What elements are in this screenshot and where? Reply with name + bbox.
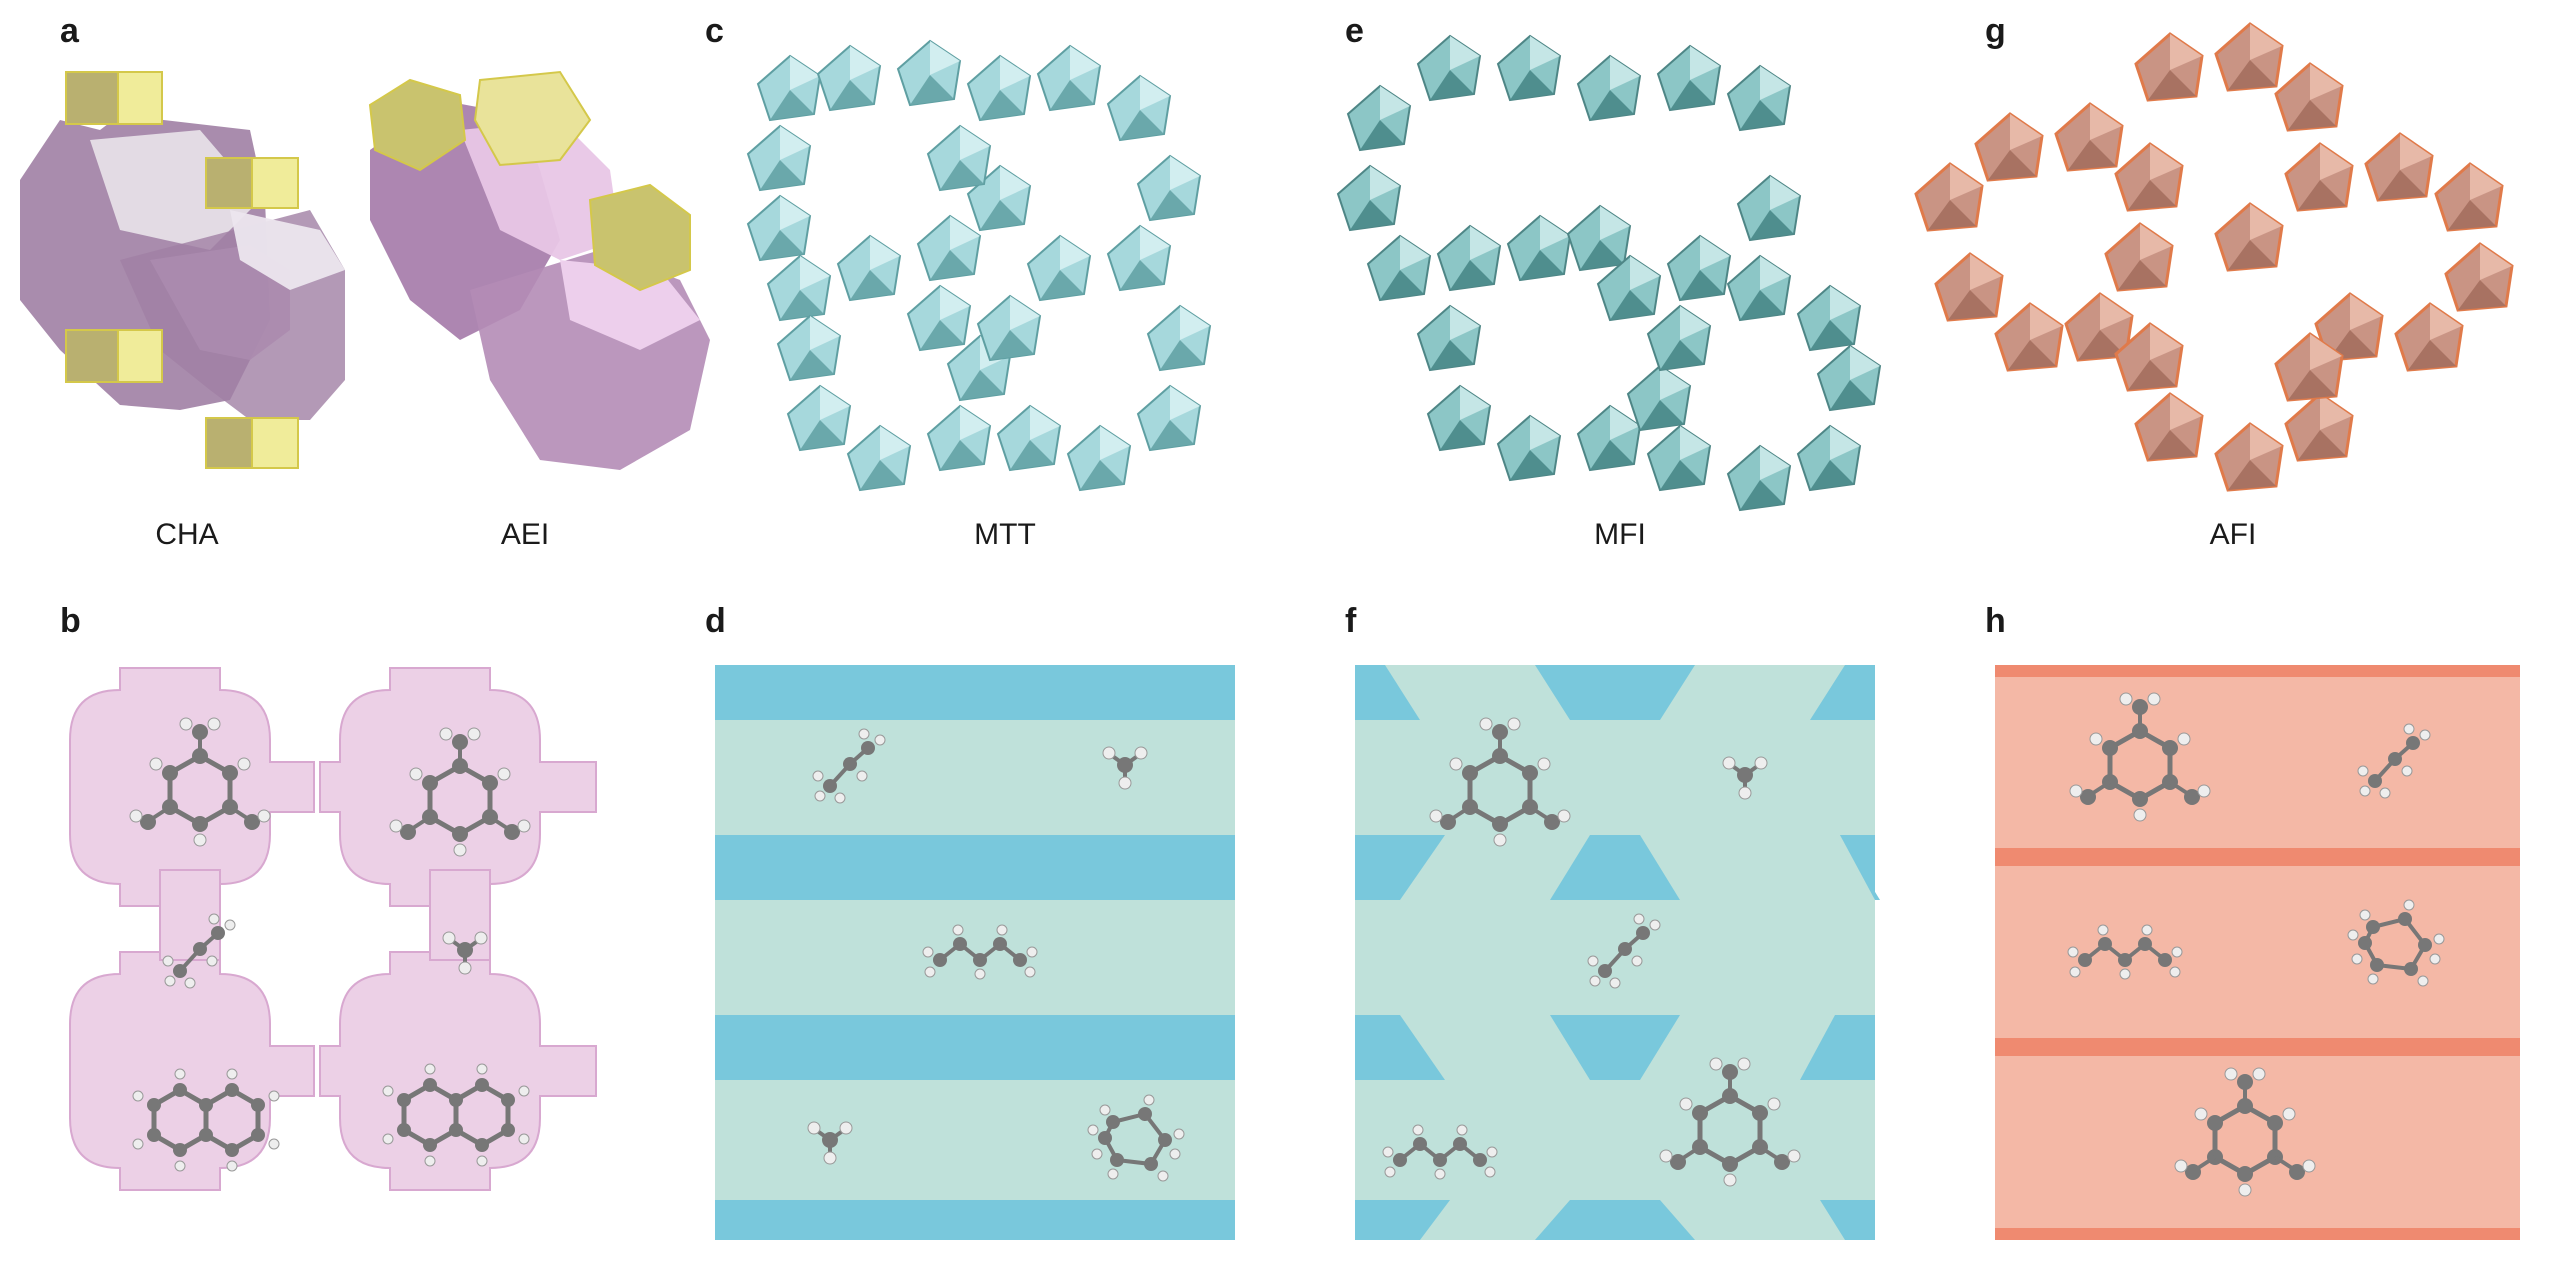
- mfi-framework-illustration: [1337, 35, 1881, 511]
- panel-letter-d: d: [705, 602, 726, 640]
- label-aei: AEI: [500, 518, 550, 551]
- mfi-channel-schematic: [1355, 665, 1880, 1240]
- label-mtt: MTT: [974, 518, 1036, 551]
- afi-framework-illustration: [1914, 22, 2514, 492]
- label-mfi: MFI: [1594, 518, 1646, 551]
- cha-cage-illustration: [20, 71, 345, 469]
- panel-letter-f: f: [1345, 602, 1357, 640]
- aei-cage-illustration: [368, 70, 710, 470]
- panel-letter-c: c: [705, 12, 724, 50]
- panel-letter-h: h: [1985, 602, 2006, 640]
- mtt-channel-schematic: [715, 665, 1235, 1240]
- panel-letter-g: g: [1985, 12, 2006, 50]
- panel-letter-b: b: [60, 602, 81, 640]
- label-afi: AFI: [2209, 518, 2257, 551]
- label-cha: CHA: [155, 518, 219, 551]
- cha-cage-schematic: [69, 667, 597, 1191]
- mtt-framework-illustration: [747, 40, 1211, 491]
- panel-letter-e: e: [1345, 12, 1364, 50]
- afi-channel-schematic: [1995, 665, 2520, 1240]
- panel-letter-a: a: [60, 12, 79, 50]
